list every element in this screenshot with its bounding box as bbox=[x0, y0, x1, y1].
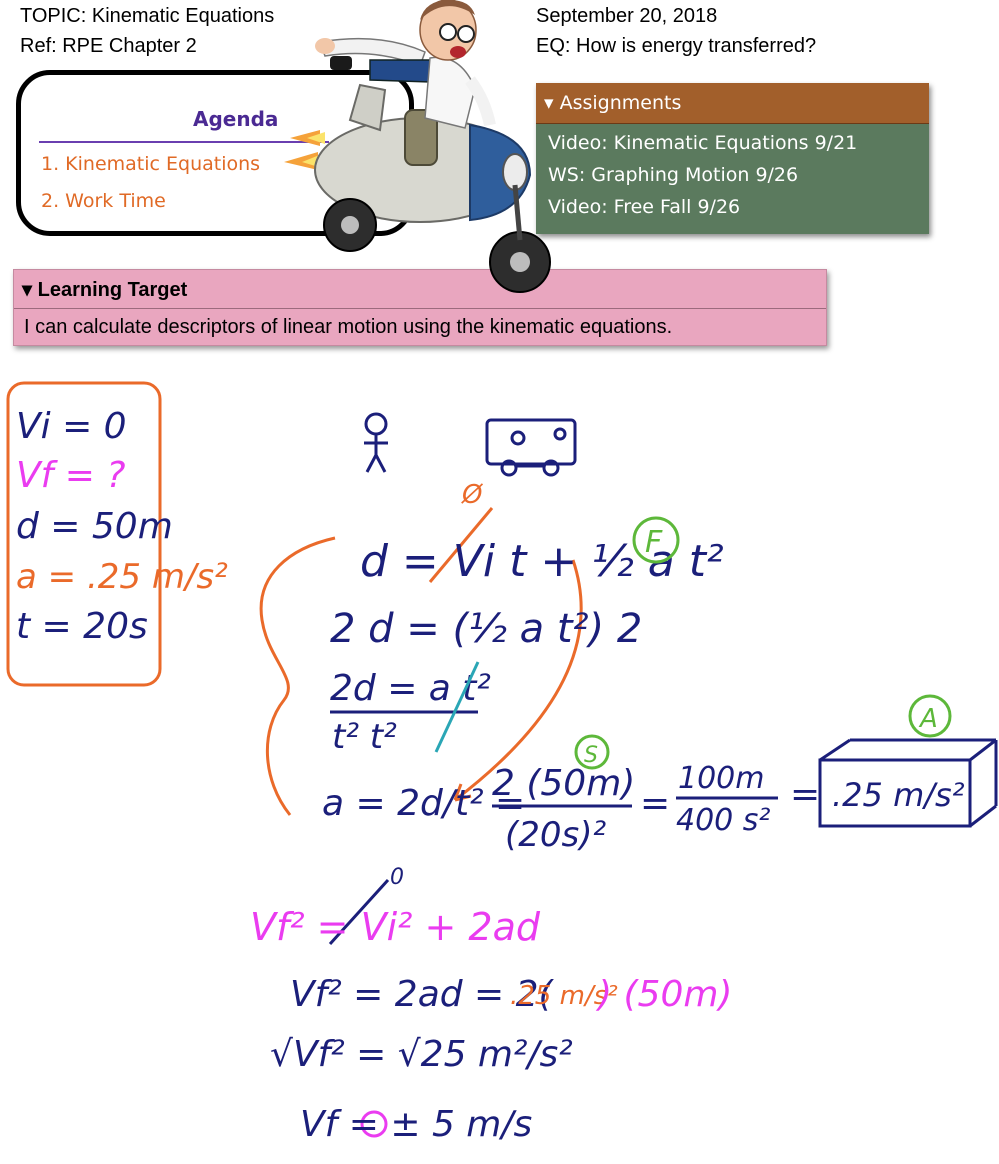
date-label: September 20, 2018 bbox=[536, 5, 718, 27]
givens-box bbox=[6, 381, 162, 687]
given-vi: Vi = 0 bbox=[16, 406, 127, 447]
topic-label: TOPIC: Kinematic Equations bbox=[20, 5, 275, 27]
svg-text:=: = bbox=[640, 783, 670, 824]
assignment-item: Video: Free Fall 9/26 bbox=[548, 196, 741, 218]
given-a: a = .25 m/s² bbox=[16, 557, 228, 597]
answer-box bbox=[818, 738, 998, 828]
substitution-numerator: 2 (50m) bbox=[492, 763, 635, 804]
car-sketch bbox=[485, 418, 577, 477]
vf-square-root: √Vf² = √25 m²/s² bbox=[270, 1034, 573, 1075]
vf-distance-term: ) (50m) bbox=[595, 974, 732, 1015]
learning-target-header[interactable]: ▾ Learning Target bbox=[14, 270, 826, 309]
learning-target-panel: ▾ Learning Target I can calculate descri… bbox=[13, 269, 827, 346]
given-vf: Vf = ? bbox=[16, 455, 125, 496]
vf-equation: Vf² = Vi² + 2ad bbox=[250, 905, 541, 949]
equation-step-2: 2 d = (½ a t²) 2 bbox=[330, 606, 642, 652]
answer-value: .25 m/s² bbox=[832, 776, 965, 814]
svg-text:=: = bbox=[790, 774, 820, 815]
equation-step-3-denominator: t² t² bbox=[332, 717, 397, 757]
vf-acceleration-term: .25 m/s² bbox=[510, 981, 618, 1011]
fraction-denominator: 400 s² bbox=[676, 803, 770, 838]
assignments-title: Assignments bbox=[559, 92, 682, 114]
equation-step-1: d = Vi t + ½ a t² bbox=[360, 536, 724, 587]
assignments-header[interactable]: ▾ Assignments bbox=[536, 83, 929, 124]
disclosure-triangle-icon[interactable]: ▾ bbox=[544, 92, 554, 114]
disclosure-triangle-icon[interactable]: ▾ bbox=[22, 279, 33, 301]
label-s: S bbox=[584, 743, 598, 768]
vf-substitution: Vf² = 2ad = 2( bbox=[290, 974, 555, 1015]
vf-final-answer: Vf = ± 5 m/s bbox=[300, 1104, 532, 1145]
assignment-item: Video: Kinematic Equations 9/21 bbox=[548, 132, 858, 154]
essential-question: EQ: How is energy transferred? bbox=[536, 35, 817, 57]
stick-figure-sketch bbox=[364, 412, 388, 473]
assignment-item: WS: Graphing Motion 9/26 bbox=[548, 164, 799, 186]
orange-brace bbox=[259, 536, 336, 816]
substitution-denominator: (20s)² bbox=[505, 815, 607, 855]
given-d: d = 50m bbox=[16, 506, 173, 547]
label-a: A bbox=[918, 704, 938, 734]
agenda-title: Agenda bbox=[193, 107, 279, 131]
agenda-item: 2. Work Time bbox=[41, 190, 166, 212]
cancel-zero-mark: Ø bbox=[461, 480, 484, 510]
zero-annotation: 0 bbox=[390, 865, 404, 890]
agenda-item: 1. Kinematic Equations bbox=[41, 153, 261, 175]
equation-step-4-lhs: a = 2d/t² = bbox=[322, 783, 525, 824]
orange-arrow bbox=[454, 559, 583, 802]
cancel-strike bbox=[434, 661, 480, 753]
reference-label: Ref: RPE Chapter 2 bbox=[20, 35, 197, 57]
learning-target-text: I can calculate descriptors of linear mo… bbox=[24, 316, 673, 338]
strike-arrow bbox=[428, 507, 494, 583]
fraction-numerator: 100m bbox=[678, 761, 764, 796]
cancel-arrow bbox=[328, 878, 390, 946]
label-f: F bbox=[645, 525, 663, 560]
given-t: t = 20s bbox=[16, 606, 148, 647]
learning-target-title: Learning Target bbox=[37, 279, 188, 301]
agenda-divider bbox=[39, 141, 329, 143]
assignments-panel: ▾ Assignments Video: Kinematic Equations… bbox=[536, 83, 929, 234]
